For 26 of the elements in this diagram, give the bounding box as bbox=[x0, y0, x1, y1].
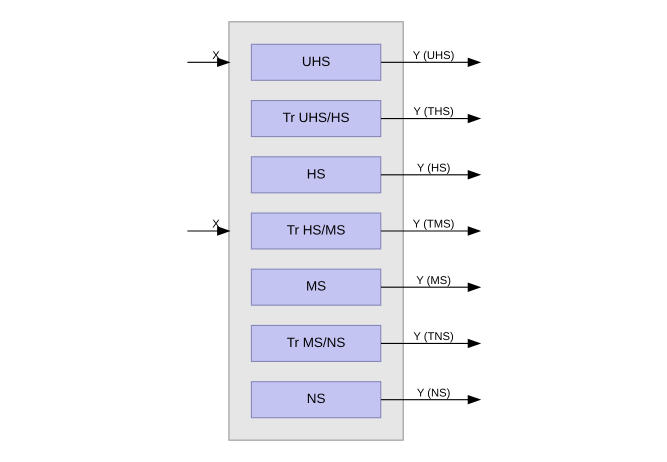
node-box: Tr HS/MS bbox=[250, 212, 382, 250]
arrow bbox=[380, 394, 482, 404]
arrow bbox=[380, 114, 482, 124]
arrow bbox=[380, 226, 482, 236]
arrow bbox=[187, 58, 231, 68]
edge-label: Y (THS) bbox=[413, 106, 454, 118]
arrow bbox=[380, 282, 482, 292]
node-box: HS bbox=[250, 156, 382, 194]
cluster bbox=[228, 21, 404, 441]
edge-label: Y (TNS) bbox=[413, 331, 454, 344]
edge-label: X bbox=[212, 218, 220, 231]
arrow bbox=[187, 226, 231, 236]
arrow bbox=[380, 58, 482, 68]
node-box: NS bbox=[250, 381, 382, 418]
node-box: UHS bbox=[250, 44, 382, 81]
node-box: Tr MS/NS bbox=[250, 324, 382, 362]
edge-label: X bbox=[212, 50, 220, 62]
arrow bbox=[380, 170, 482, 180]
edge-label: Y (UHS) bbox=[412, 50, 454, 62]
node-box: MS bbox=[250, 268, 382, 306]
node-box: Tr UHS/HS bbox=[250, 100, 382, 138]
edge-label: Y (HS) bbox=[416, 162, 450, 174]
edge-label: Y (TMS) bbox=[412, 218, 454, 231]
edge-label: Y (MS) bbox=[416, 274, 451, 287]
edge-label: Y (NS) bbox=[416, 387, 450, 400]
arrow bbox=[380, 338, 482, 348]
